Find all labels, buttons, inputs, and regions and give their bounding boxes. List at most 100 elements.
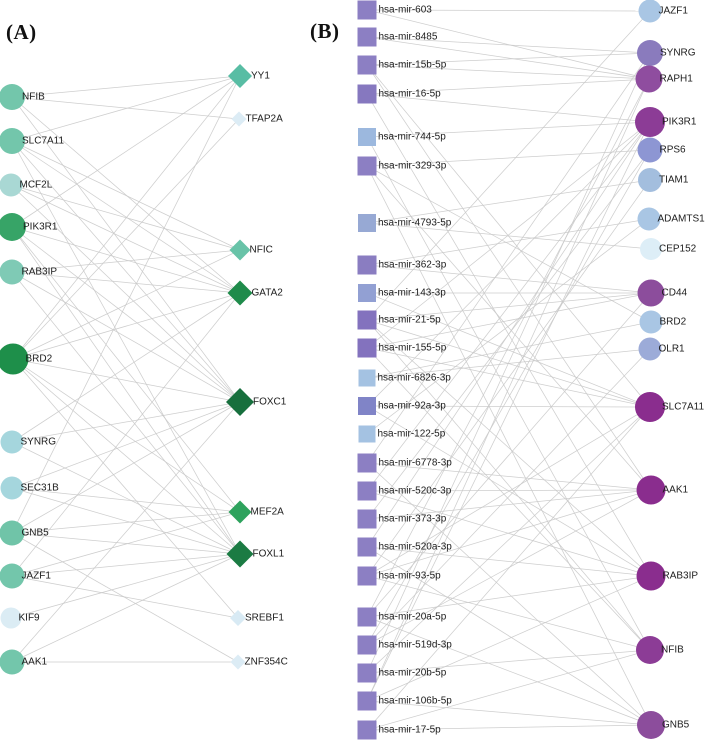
edge — [366, 218, 650, 266]
mirna-node-hsa-mir-6778-3p — [357, 453, 377, 473]
mirna-node-label-hsa-mir-8485: hsa-mir-8485 — [379, 32, 438, 43]
tf-node-NFIC — [229, 239, 251, 261]
mirna-node-label-hsa-mir-15b-5p: hsa-mir-15b-5p — [379, 60, 447, 71]
gene-node-ADAMTS1 — [637, 207, 661, 231]
mirna-node-hsa-mir-4793-5p — [358, 214, 376, 232]
edge — [366, 489, 652, 520]
mirna-node-hsa-mir-122-5p — [358, 425, 376, 443]
tf-node-label-SREBF1: SREBF1 — [245, 613, 284, 624]
gene-node-label-TIAM1: TIAM1 — [659, 175, 689, 186]
edge — [11, 226, 241, 555]
gene-node-label-CD44: CD44 — [662, 288, 688, 299]
edge — [11, 401, 241, 443]
gene-node-label-PIK3R1: PIK3R1 — [23, 222, 58, 233]
tf-node-label-ZNF354C: ZNF354C — [245, 657, 288, 668]
mirna-node-hsa-mir-603 — [357, 0, 377, 20]
edge — [366, 78, 650, 618]
gene-node-label-JAZF1: JAZF1 — [22, 571, 52, 582]
gene-node-MCF2L — [0, 173, 23, 197]
gene-node-GNB5 — [0, 520, 25, 546]
gene-node-AAK1 — [636, 475, 666, 505]
gene-node-CD44 — [637, 279, 665, 307]
edge — [11, 226, 241, 513]
gene-node-CEP152 — [640, 238, 662, 260]
gene-node-label-AAK1: AAK1 — [22, 657, 48, 668]
tf-node-GATA2 — [227, 280, 253, 306]
gene-node-label-RAB3IP: RAB3IP — [663, 571, 699, 582]
edge — [10, 184, 241, 251]
edge — [366, 52, 651, 464]
edge — [11, 96, 240, 120]
panel-b-label: (B) — [310, 19, 340, 43]
edge — [11, 487, 241, 513]
mirna-node-label-hsa-mir-329-3p: hsa-mir-329-3p — [379, 161, 447, 172]
tf-node-label-GATA2: GATA2 — [252, 288, 284, 299]
gene-node-label-GNB5: GNB5 — [22, 528, 50, 539]
tf-node-FOXL1 — [226, 540, 254, 568]
edge — [11, 401, 241, 663]
edge — [366, 462, 652, 491]
gene-node-SLC7A11 — [0, 128, 25, 154]
edge — [366, 724, 652, 731]
gene-node-JAZF1 — [638, 0, 662, 23]
mirna-node-hsa-mir-744-5p — [358, 128, 376, 146]
gene-node-label-SLC7A11: SLC7A11 — [662, 402, 705, 413]
edge — [366, 649, 651, 731]
gene-node-label-NFIB: NFIB — [22, 92, 45, 103]
edge — [366, 321, 652, 379]
edge — [366, 575, 651, 651]
edge — [11, 96, 241, 403]
mirna-node-label-hsa-mir-6826-3p: hsa-mir-6826-3p — [378, 373, 452, 384]
edge — [11, 140, 241, 294]
gene-node-SLC7A11 — [635, 392, 665, 422]
edge — [366, 64, 652, 491]
edge — [366, 319, 652, 577]
mirna-node-hsa-mir-373-3p — [357, 509, 377, 529]
edge — [11, 532, 241, 555]
edge — [11, 271, 241, 555]
mirna-node-label-hsa-mir-519d-3p: hsa-mir-519d-3p — [379, 640, 453, 651]
edge — [11, 96, 241, 294]
edge — [366, 121, 651, 492]
tf-node-TFAP2A — [231, 111, 247, 127]
edge — [366, 36, 651, 54]
gene-node-label-JAZF1: JAZF1 — [659, 6, 689, 17]
edge — [366, 93, 651, 123]
gene-node-NFIB — [0, 84, 25, 110]
edge — [11, 441, 241, 555]
edge — [366, 490, 652, 577]
tf-node-label-MEF2A: MEF2A — [251, 507, 285, 518]
gene-node-NFIB — [636, 636, 664, 664]
edge — [366, 121, 651, 138]
mirna-node-hsa-mir-16-5p — [357, 84, 377, 104]
edge — [366, 136, 651, 651]
edge — [366, 78, 650, 95]
mirna-node-label-hsa-mir-603: hsa-mir-603 — [379, 5, 433, 16]
edge — [366, 9, 651, 12]
edge — [366, 93, 652, 577]
gene-node-label-RAB3IP: RAB3IP — [22, 267, 58, 278]
edge — [366, 546, 652, 577]
edge — [11, 292, 241, 443]
edge — [12, 358, 241, 403]
edge — [366, 575, 652, 702]
tf-node-label-NFIC: NFIC — [250, 245, 273, 256]
edge — [366, 165, 652, 323]
mirna-node-hsa-mir-93-5p — [357, 566, 377, 586]
gene-node-label-RPS6: RPS6 — [660, 145, 687, 156]
edge — [366, 52, 651, 674]
gene-node-label-KIF9: KIF9 — [19, 613, 41, 624]
edge — [12, 358, 239, 619]
mirna-node-label-hsa-mir-520c-3p: hsa-mir-520c-3p — [379, 486, 452, 497]
edge — [11, 226, 241, 294]
gene-node-label-CEP152: CEP152 — [659, 244, 697, 255]
gene-node-label-AAK1: AAK1 — [663, 485, 689, 496]
mirna-node-hsa-mir-143-3p — [358, 284, 376, 302]
gene-node-PIK3R1 — [0, 213, 26, 241]
edge — [366, 179, 651, 577]
tf-node-FOXC1 — [226, 388, 254, 416]
edge — [366, 319, 651, 651]
tf-node-label-TFAP2A: TFAP2A — [246, 114, 284, 125]
edge — [366, 9, 650, 80]
